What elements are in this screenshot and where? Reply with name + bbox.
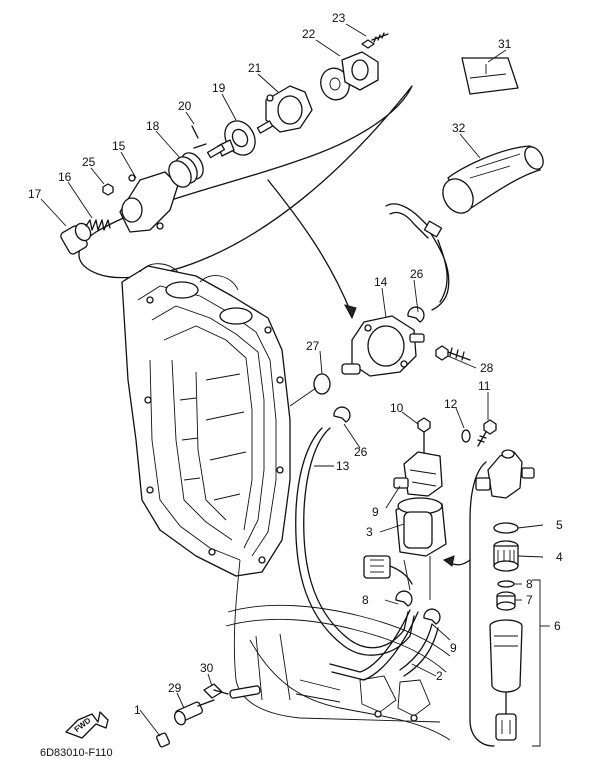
part-19-spring: [168, 152, 204, 188]
lower-cowling: [225, 559, 451, 741]
part-17-spring: [85, 219, 111, 231]
callout-4: 4: [556, 550, 563, 564]
callout-17: 16: [58, 170, 72, 184]
part-24-screw: [361, 32, 389, 49]
callout-3: 3: [366, 525, 373, 539]
callout-23: 22: [302, 27, 316, 41]
part-3-fuel-filter: [395, 497, 447, 600]
callout-24: 23: [332, 11, 346, 25]
right-group-bracket: [469, 461, 495, 747]
upper-hose: [385, 203, 435, 239]
callout-13: 12: [444, 397, 458, 411]
callout-27: 27: [306, 339, 320, 353]
diagram-code: 6D83010-F110: [40, 747, 113, 759]
part-30-fitting: [203, 683, 229, 699]
part-29-union: [173, 699, 215, 726]
connector: [363, 555, 413, 585]
callout-20: 19: [212, 81, 226, 95]
part-4-element: [493, 540, 519, 572]
callout-15: 14: [374, 275, 388, 289]
part-31-label: [461, 57, 519, 95]
callout-21: 20: [178, 99, 192, 113]
part-13-washer: [461, 429, 471, 443]
callout-25: 25: [82, 155, 96, 169]
filter-top-head: [475, 449, 535, 499]
part-11-nut: [417, 417, 431, 455]
callout-6: 6: [554, 619, 561, 633]
part-27-o-ring: [313, 373, 331, 395]
callout-11: 10: [390, 401, 404, 415]
part-20-plunger: [206, 120, 256, 159]
part-26-clip-upper: [407, 306, 425, 323]
upper-hose-2: [429, 231, 450, 311]
callout-22: 21: [248, 61, 262, 75]
part-25-nut: [102, 183, 114, 196]
callout-26b: 26: [354, 445, 368, 459]
callout-labels: 17 16 15 25 18 20 19 21 22 23 31 32 26 1…: [28, 11, 563, 759]
callout-5: 5: [556, 518, 563, 532]
callout-18: 17: [28, 187, 42, 201]
fwd-arrow-icon: FWD: [65, 711, 109, 739]
callout-16: 15: [112, 139, 126, 153]
part-8-o-ring: [497, 580, 515, 588]
leader-arrow: [267, 179, 353, 316]
part-7-float: [496, 591, 516, 611]
arrow-head: [344, 304, 357, 320]
callout-9a: 8: [362, 593, 369, 607]
hose-clip: [423, 220, 443, 238]
part-9-clip-right: [423, 608, 441, 625]
part-18-cap: [60, 222, 92, 255]
callout-19: 18: [146, 119, 160, 133]
part-26-clip-lower: [333, 406, 351, 423]
callout-30: 30: [200, 661, 214, 675]
callout-29: 29: [168, 681, 182, 695]
callout-28: 28: [480, 361, 494, 375]
part-15-fuel-pump: [341, 315, 425, 377]
part-6-cup: [489, 619, 523, 741]
cylinder-block: [121, 263, 291, 577]
part-21-pin: [191, 125, 207, 149]
part-14-hose-inner: [295, 427, 415, 656]
part-22-cover: [256, 85, 313, 134]
part-10-bracket: [393, 451, 443, 497]
part-2-hose-b: [399, 623, 439, 677]
callout-14: 13: [336, 459, 350, 473]
callout-26a: 26: [410, 267, 424, 281]
right-group-arrow-head: [442, 555, 455, 567]
exploded-view-enclosure: [78, 85, 413, 279]
part-5-o-ring: [493, 522, 519, 534]
leader-lines: [40, 23, 550, 747]
callout-32: 32: [452, 121, 466, 135]
part-14-hose: [303, 427, 409, 649]
guide-line: [289, 387, 317, 407]
part-16-housing: [119, 171, 179, 233]
part-9-clip-left: [395, 590, 413, 607]
callout-31: 31: [498, 37, 512, 51]
callout-8: 8: [526, 577, 533, 591]
part-23-diaphragm: [320, 51, 379, 101]
callout-9b: 9: [450, 641, 457, 655]
callout-1: 1: [134, 703, 141, 717]
part-12-screw: [477, 419, 497, 447]
part-1-screw: [155, 732, 171, 748]
callout-2: 2: [436, 669, 443, 683]
callout-10: 9: [372, 505, 379, 519]
callout-12: 11: [478, 379, 491, 393]
callout-7: 7: [526, 593, 533, 607]
part-32-sleeve: [442, 145, 544, 214]
